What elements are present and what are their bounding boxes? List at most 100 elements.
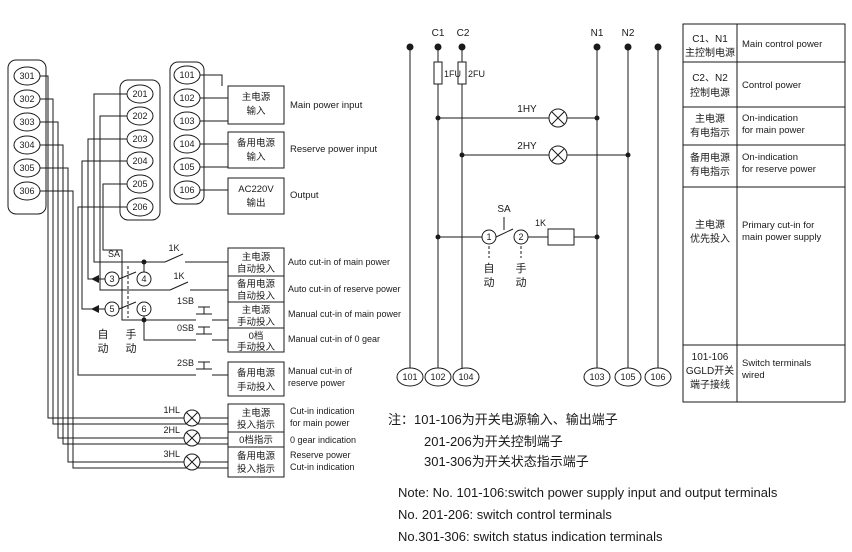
ind3-en1: Reserve power	[290, 450, 351, 460]
terminal-105-label: 105	[179, 162, 194, 172]
lamp-cross-icon	[185, 411, 199, 425]
terminal-103-label: 103	[179, 116, 194, 126]
lamp-2hl-label: 2HL	[163, 425, 180, 435]
ctrl4-cn2: 手动投入	[237, 341, 276, 353]
schematic: C1 C2 N1 N2 1FU 2FU 1HY 2HY SA 1 2 1K 自 …	[396, 28, 672, 387]
terminal-306-label: 306	[19, 186, 34, 196]
io-reserve-cn2: 输入	[246, 151, 266, 163]
legend3-en2: for main power	[742, 125, 805, 136]
power-io-wires	[200, 74, 228, 191]
c2-label: C2	[457, 28, 470, 39]
supply-dot	[654, 43, 662, 51]
legend4-en2: for reserve power	[742, 164, 816, 175]
legend5-cn2: 优先投入	[690, 232, 730, 245]
fuse-1fu-icon	[433, 61, 443, 85]
sa-position-2	[513, 229, 529, 245]
legend6-cn3: 端子接线	[690, 378, 730, 391]
auto-label2: 动	[98, 342, 109, 355]
sb2-label: 2SB	[177, 358, 194, 368]
ctrl5-cn2: 手动投入	[237, 381, 276, 393]
ctrl3-en: Manual cut-in of main power	[288, 309, 401, 319]
terminal-block-control: 201 202 203 204 205 206	[119, 79, 161, 221]
note-cn-2: 201-206为开关控制端子	[424, 434, 563, 449]
ctrl2-cn2: 自动投入	[237, 290, 276, 302]
status-block-frame	[7, 59, 47, 215]
io-box-reserve	[227, 131, 285, 169]
legend2-cn2: 控制电源	[690, 86, 730, 99]
power-block-frame	[169, 61, 205, 205]
io-output-en: Output	[290, 190, 319, 201]
ctrl4-cn1: 0档	[249, 330, 264, 342]
note-en-1: Note: No. 101-106:switch power supply in…	[398, 485, 778, 500]
junction-dot	[435, 234, 441, 240]
legend4-cn1: 备用电源	[690, 151, 730, 164]
bottom-terminal-104	[452, 367, 480, 387]
ind1-cn2: 投入指示	[237, 419, 275, 431]
junction-dot	[625, 152, 631, 158]
lamp-2hy-label: 2HY	[517, 141, 537, 152]
legend-table: C1、N1 主控制电源 Main control power C2、N2 控制电…	[682, 23, 846, 403]
ind1-cn1: 主电源	[242, 407, 271, 419]
ctrl2-cn1: 备用电源	[237, 278, 276, 290]
sa-contact-6-label: 6	[141, 304, 146, 314]
sa-label: SA	[108, 249, 120, 259]
manual-mid-label2: 动	[516, 276, 527, 289]
ctrl3-cn1: 主电源	[242, 304, 271, 316]
bottom-terminal-106-label: 106	[650, 372, 665, 382]
legend5-en2: main power supply	[742, 232, 821, 243]
terminal-304-label: 304	[19, 140, 34, 150]
terminal-104-label: 104	[179, 139, 194, 149]
sa-contact-4-label: 4	[141, 274, 146, 284]
sa-contact-5	[104, 301, 120, 317]
contact-blades	[118, 253, 189, 310]
ctrl5-en1: Manual cut-in of	[288, 366, 353, 376]
legend4-cn2: 有电指示	[690, 165, 730, 178]
bottom-terminal-102-label: 102	[430, 372, 445, 382]
k1-contact-b-label: 1K	[173, 271, 184, 281]
bottom-terminal-104-label: 104	[458, 372, 473, 382]
fuse-2fu-label: 2FU	[468, 69, 485, 79]
ind3-cn2: 投入指示	[237, 463, 275, 475]
sa-position-dashes	[488, 246, 522, 258]
legend3-cn2: 有电指示	[690, 126, 730, 139]
terminal-101-label: 101	[179, 70, 194, 80]
manual-mid-label: 手	[516, 261, 527, 275]
ind1-en1: Cut-in indication	[290, 406, 355, 416]
lamp-1hy-label: 1HY	[517, 104, 537, 115]
io-box-main	[227, 85, 285, 125]
schematic-wires	[409, 47, 659, 369]
terminal-block-power: 101 102 103 104 105 106	[169, 61, 205, 205]
legend5-en1: Primary cut-in for	[742, 220, 814, 231]
terminal-block-status: 301 302 303 304 305 306	[7, 59, 47, 215]
fuse-2fu-icon	[457, 61, 467, 85]
legend6-cn2: GGLD开关	[686, 364, 734, 377]
lamp-cross-icon	[551, 148, 565, 162]
junction-dot	[594, 234, 600, 240]
sa-selector-left: SA 3 4 5 6 自 动 手 动 1K 1K 1SB 0SB 2SB	[91, 243, 194, 368]
manual-label: 手	[126, 327, 137, 341]
auto-mid-label2: 动	[484, 276, 495, 289]
io-reserve-cn1: 备用电源	[237, 137, 276, 149]
io-main-cn1: 主电源	[242, 91, 271, 103]
ctrl1-cn2: 自动投入	[237, 263, 276, 275]
junction-dot	[594, 115, 600, 121]
indicator-labels: 主电源 投入指示 Cut-in indication for main powe…	[227, 403, 356, 478]
io-labels: 主电源 输入 Main power input 备用电源 输入 Reserve …	[227, 85, 377, 215]
sa-position-1	[481, 229, 497, 245]
bottom-terminal-105	[614, 367, 642, 387]
note-cn-3: 301-306为开关状态指示端子	[424, 454, 589, 469]
supply-dot-n2	[624, 43, 632, 51]
n2-label: N2	[622, 28, 635, 39]
lamp-1hl-label: 1HL	[163, 405, 180, 415]
bottom-terminal-103-label: 103	[589, 372, 604, 382]
note-en-2: No. 201-206: switch control terminals	[398, 507, 612, 522]
legend2-cn1: C2、N2	[692, 73, 728, 84]
legend3-cn1: 主电源	[695, 112, 725, 125]
ind1-en2: for main power	[290, 418, 350, 428]
bottom-terminal-101-label: 101	[402, 372, 417, 382]
io-output-cn2: 输出	[246, 197, 265, 209]
terminal-205-label: 205	[132, 179, 147, 189]
notes: 注：101-106为开关电源输入、输出端子 201-206为开关控制端子 301…	[388, 412, 778, 544]
lamp-cross-icon	[185, 431, 199, 445]
